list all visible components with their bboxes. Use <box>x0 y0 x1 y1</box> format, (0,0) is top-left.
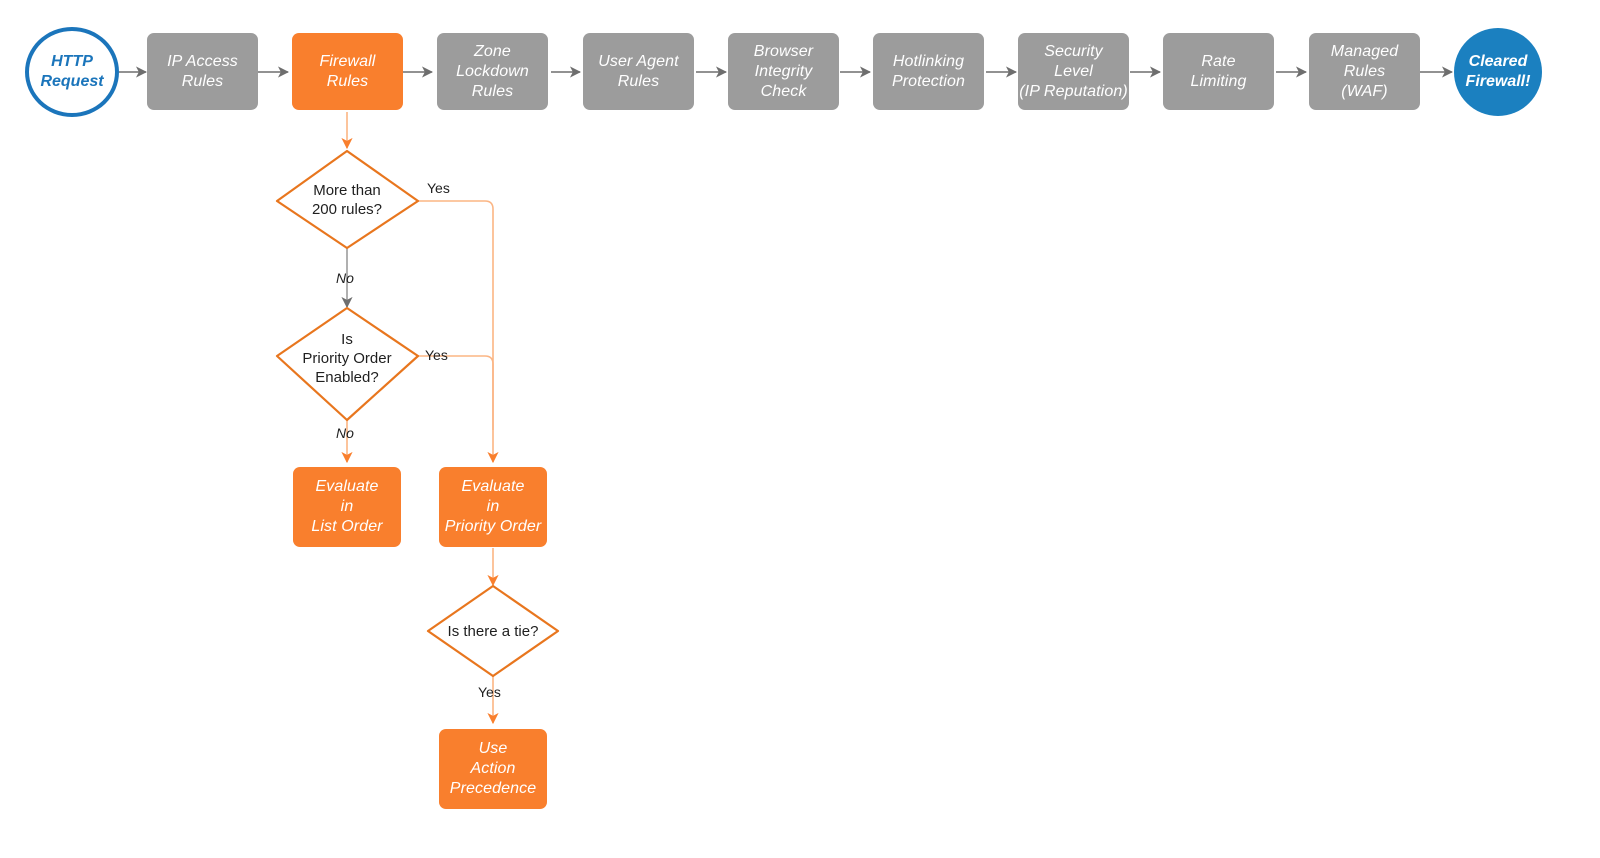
edge-more200-yes <box>418 200 499 464</box>
edge-label-text: Yes <box>425 347 448 363</box>
decision-is-there-a-tie[interactable]: Is there a tie? <box>432 612 554 650</box>
node-ip-access-rules-label: IP Access Rules <box>167 52 238 90</box>
edge-priority-yes <box>418 355 494 430</box>
node-http-request-label: HTTP Request <box>40 53 104 90</box>
node-evaluate-in-priority-order[interactable]: Evaluate in Priority Order <box>439 467 547 547</box>
edge-label-yes-tie: Yes <box>478 684 501 700</box>
node-managed-rules-waf-label: Managed Rules (WAF) <box>1330 42 1399 100</box>
node-user-agent-rules-label: User Agent Rules <box>598 52 679 90</box>
node-firewall-rules[interactable]: Firewall Rules <box>292 33 403 110</box>
node-rate-limiting[interactable]: Rate Limiting <box>1163 33 1274 110</box>
node-browser-integrity-check[interactable]: Browser Integrity Check <box>728 33 839 110</box>
edge-label-text: No <box>336 270 354 286</box>
node-hotlinking-protection[interactable]: Hotlinking Protection <box>873 33 984 110</box>
node-security-level-label: Security Level (IP Reputation) <box>1019 42 1128 100</box>
node-use-action-precedence[interactable]: Use Action Precedence <box>439 729 547 809</box>
decision-more-than-200-rules-label: More than 200 rules? <box>311 182 383 218</box>
node-rate-limiting-label: Rate Limiting <box>1190 52 1247 90</box>
node-user-agent-rules[interactable]: User Agent Rules <box>583 33 694 110</box>
node-cleared-firewall[interactable]: Cleared Firewall! <box>1454 28 1542 116</box>
edge-label-yes-priority-order: Yes <box>425 347 448 363</box>
edge-label-yes-more-than-200: Yes <box>427 180 450 196</box>
node-security-level[interactable]: Security Level (IP Reputation) <box>1018 33 1129 110</box>
node-use-action-precedence-label: Use Action Precedence <box>449 740 537 797</box>
node-browser-integrity-check-label: Browser Integrity Check <box>753 42 814 100</box>
node-evaluate-in-list-order-label: Evaluate in List Order <box>311 478 383 535</box>
node-firewall-rules-label: Firewall Rules <box>319 52 376 90</box>
node-hotlinking-protection-label: Hotlinking Protection <box>891 52 966 90</box>
node-cleared-firewall-label: Cleared Firewall! <box>1465 53 1531 90</box>
node-zone-lockdown-rules[interactable]: Zone Lockdown Rules <box>437 33 548 110</box>
node-evaluate-in-list-order[interactable]: Evaluate in List Order <box>293 467 401 547</box>
decision-more-than-200-rules[interactable]: More than 200 rules? <box>283 165 411 235</box>
edge-label-no-more-than-200: No <box>336 270 354 286</box>
decision-priority-order-enabled[interactable]: Is Priority Order Enabled? <box>281 323 413 393</box>
decision-priority-order-enabled-label: Is Priority Order Enabled? <box>302 330 392 386</box>
edge-label-text: Yes <box>478 684 501 700</box>
node-managed-rules-waf[interactable]: Managed Rules (WAF) <box>1309 33 1420 110</box>
node-http-request[interactable]: HTTP Request <box>25 27 119 117</box>
edge-label-text: Yes <box>427 180 450 196</box>
node-ip-access-rules[interactable]: IP Access Rules <box>147 33 258 110</box>
edge-label-no-priority-order: No <box>336 425 354 441</box>
edge-label-text: No <box>336 425 354 441</box>
node-evaluate-in-priority-order-label: Evaluate in Priority Order <box>444 478 542 535</box>
node-zone-lockdown-rules-label: Zone Lockdown Rules <box>456 42 529 100</box>
decision-is-there-a-tie-label: Is there a tie? <box>447 622 539 640</box>
